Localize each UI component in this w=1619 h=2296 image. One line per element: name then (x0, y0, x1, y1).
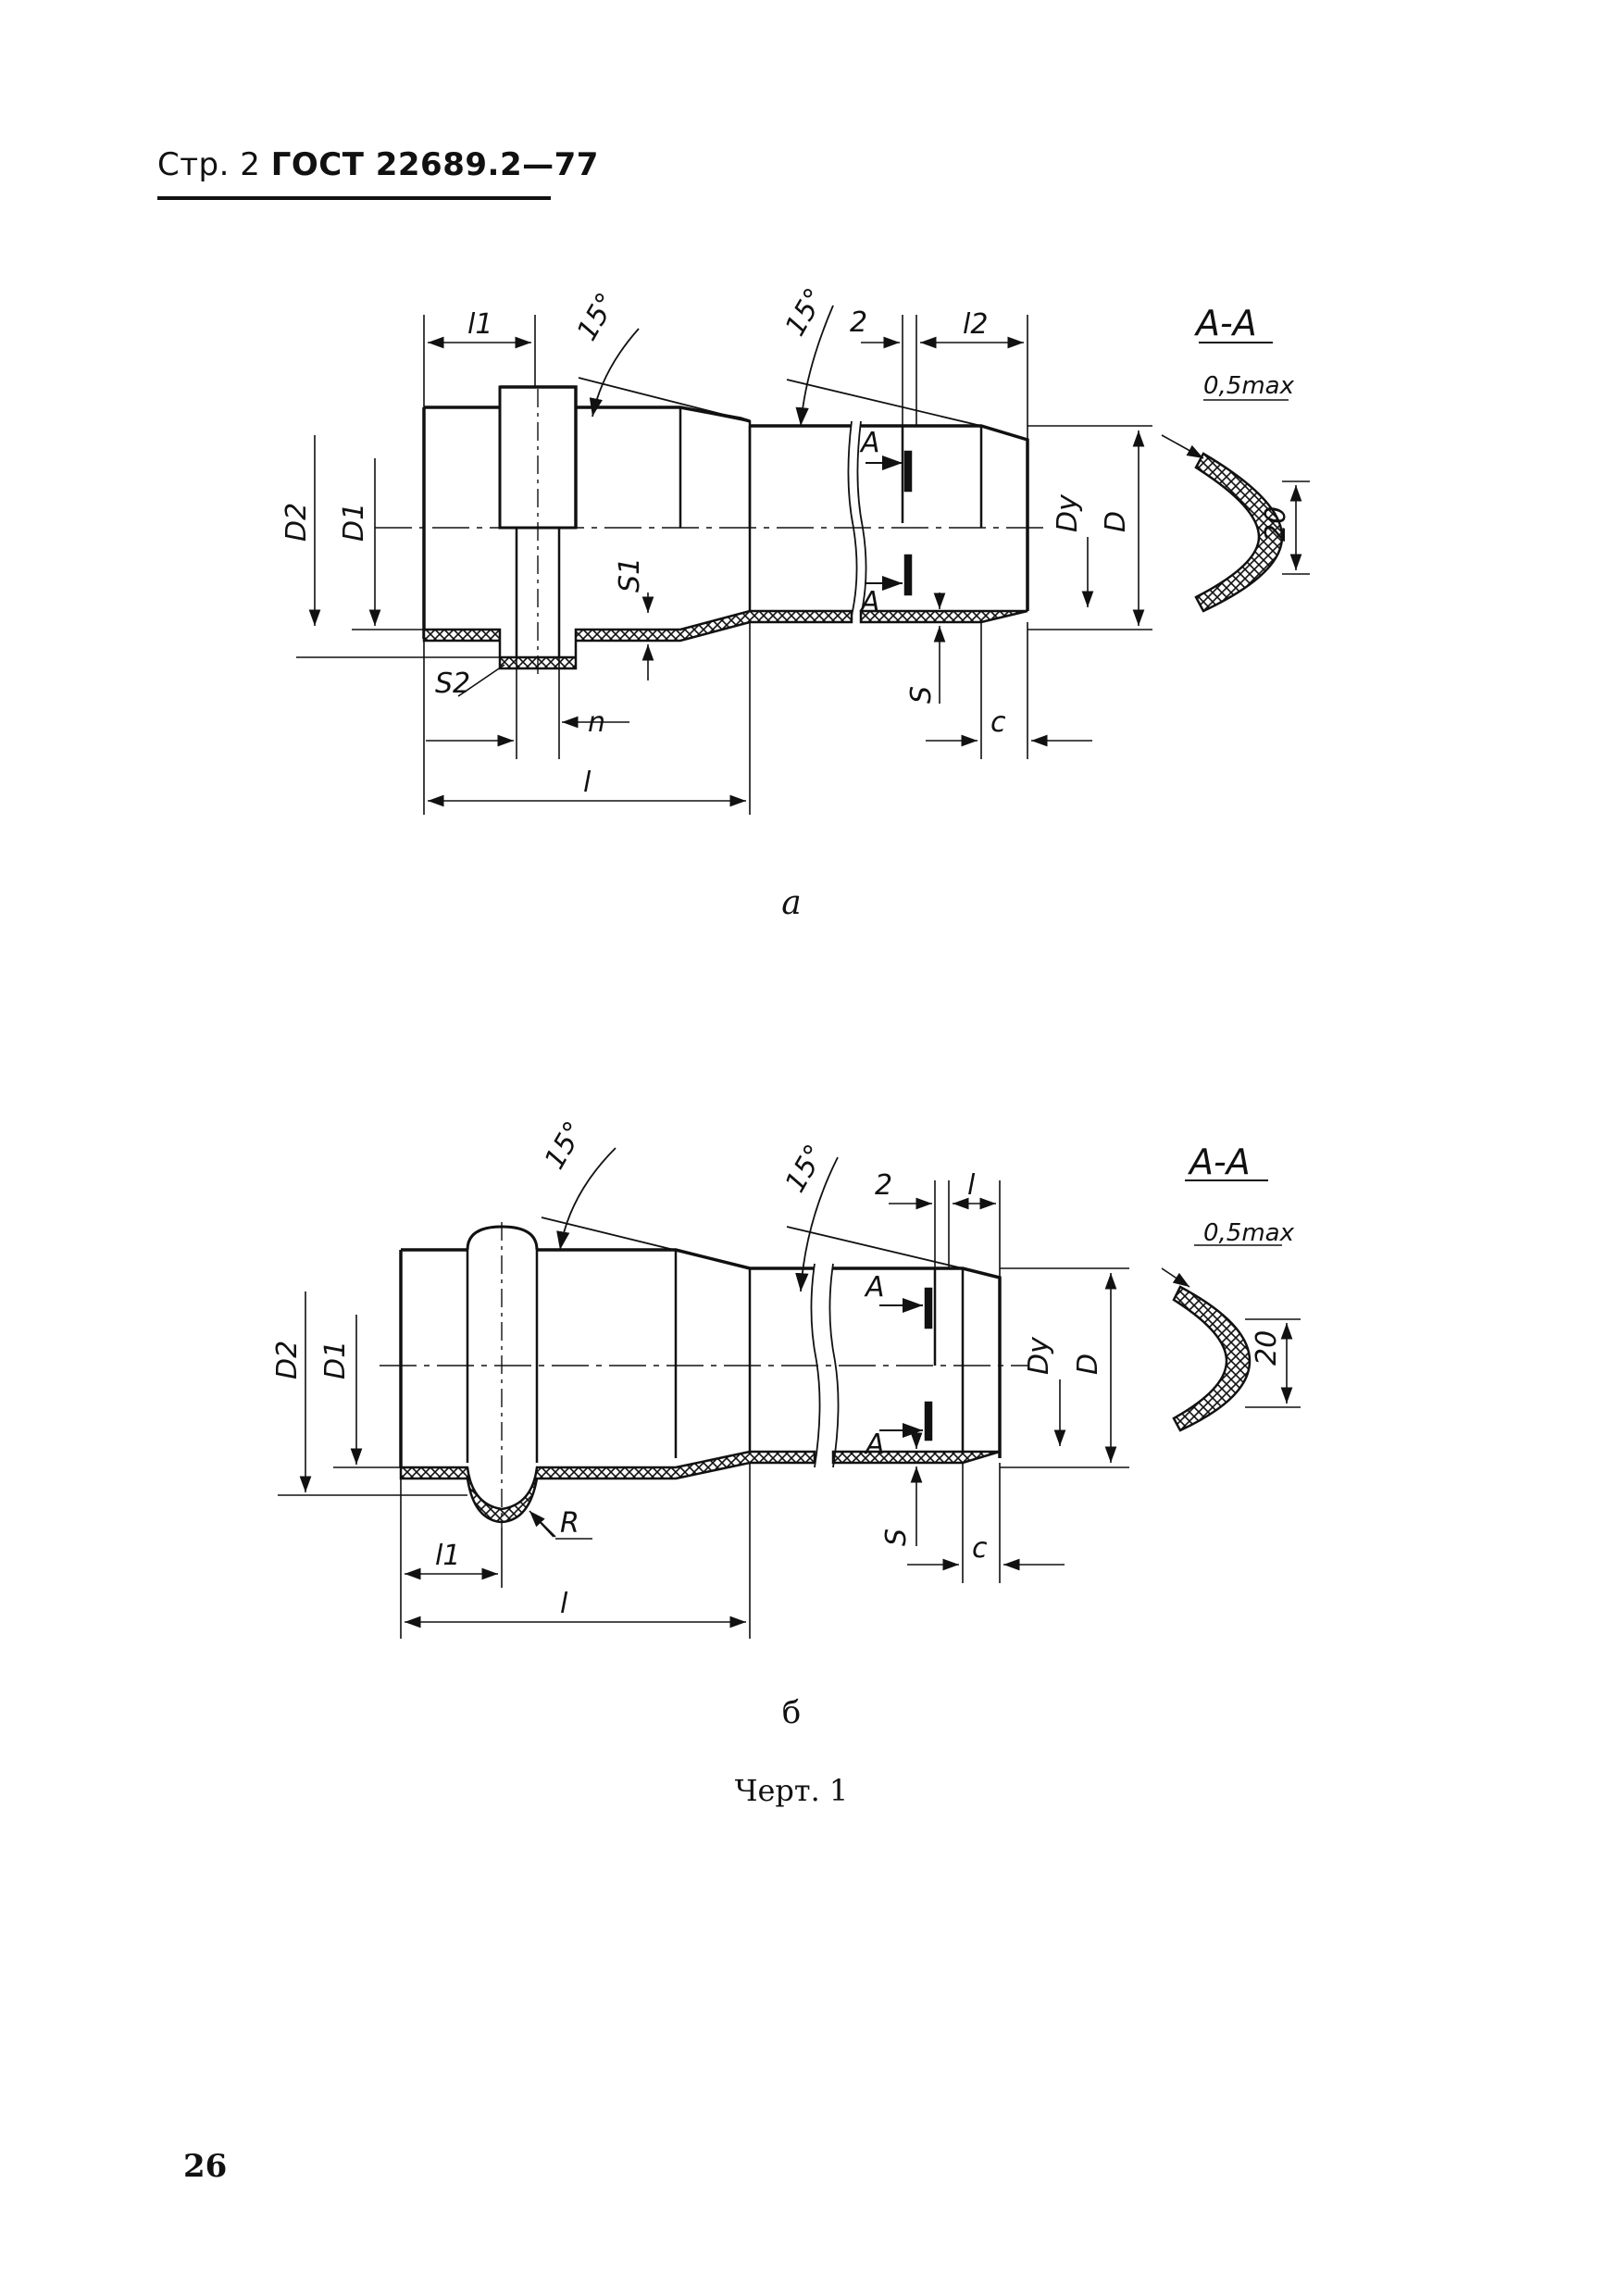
section-b-title: A-A (1187, 1142, 1251, 1182)
section-b-tolerance: 0,5max (1203, 1219, 1295, 1247)
drawing-a-labels: l1 15° 15° 2 l2 D2 D1 Dy D S1 S2 S n l c… (280, 282, 1295, 799)
dim-a-gap: 2 (850, 306, 867, 339)
dim-b-R: R (560, 1507, 579, 1540)
dim-a-n: n (588, 706, 605, 739)
dim-b-D2: D2 (271, 1341, 304, 1379)
dim-b-gap: 2 (875, 1169, 892, 1202)
dim-a-S: S (905, 686, 938, 704)
section-b-width: 20 (1251, 1330, 1283, 1366)
dim-b-D1: D1 (319, 1341, 352, 1379)
standard-number: ГОСТ 22689.2—77 (270, 146, 599, 183)
section-a-width: 20 (1260, 506, 1292, 542)
section-mark-b-top: A (864, 1271, 885, 1304)
section-a-tolerance: 0,5max (1203, 372, 1295, 400)
dim-b-l1: l1 (435, 1540, 460, 1572)
page-number: 26 (183, 2148, 228, 2185)
dim-b-l-top: l (967, 1169, 976, 1202)
drawing-a-caption: а (781, 884, 802, 922)
dim-a-S1: S1 (614, 557, 646, 593)
drawing-b-labels: 15° 15° 2 l D2 D1 Dy D R l1 l S c A A A-… (271, 1116, 1295, 1620)
dim-b-Dy: Dy (1023, 1336, 1055, 1375)
page-header: Стр. 2 ГОСТ 22689.2—77 (157, 146, 599, 183)
section-mark-b-bottom: A (864, 1429, 885, 1461)
figure-caption: Черт. 1 (734, 1773, 849, 1808)
section-mark-a-bottom: A (859, 586, 880, 618)
section-mark-a-top: A (859, 427, 880, 459)
dim-a-c: c (990, 706, 1006, 739)
dim-a-S2: S2 (435, 668, 470, 700)
drawing-b (278, 1147, 1301, 1639)
dim-a-l1: l1 (467, 308, 492, 341)
dim-a-D1: D1 (338, 503, 370, 542)
drawing-b-caption: б (781, 1694, 802, 1731)
dim-b-S: S (880, 1529, 913, 1546)
dim-b-l: l (560, 1588, 568, 1620)
page-label: Стр. 2 (157, 146, 261, 183)
dim-a-Dy: Dy (1052, 493, 1084, 532)
header-rule (157, 196, 551, 200)
dim-a-l: l (583, 767, 592, 799)
dim-a-angle-right: 15° (779, 282, 832, 342)
dim-a-angle-left: 15° (571, 287, 624, 346)
dim-b-D: D (1072, 1354, 1104, 1375)
dim-b-c: c (972, 1532, 988, 1565)
drawing-a (296, 305, 1310, 815)
dim-a-l2: l2 (963, 308, 988, 341)
dim-b-angle-left: 15° (539, 1116, 592, 1175)
dim-a-D: D (1100, 511, 1132, 532)
section-a-title: A-A (1193, 303, 1257, 343)
dim-a-D2: D2 (280, 503, 313, 542)
